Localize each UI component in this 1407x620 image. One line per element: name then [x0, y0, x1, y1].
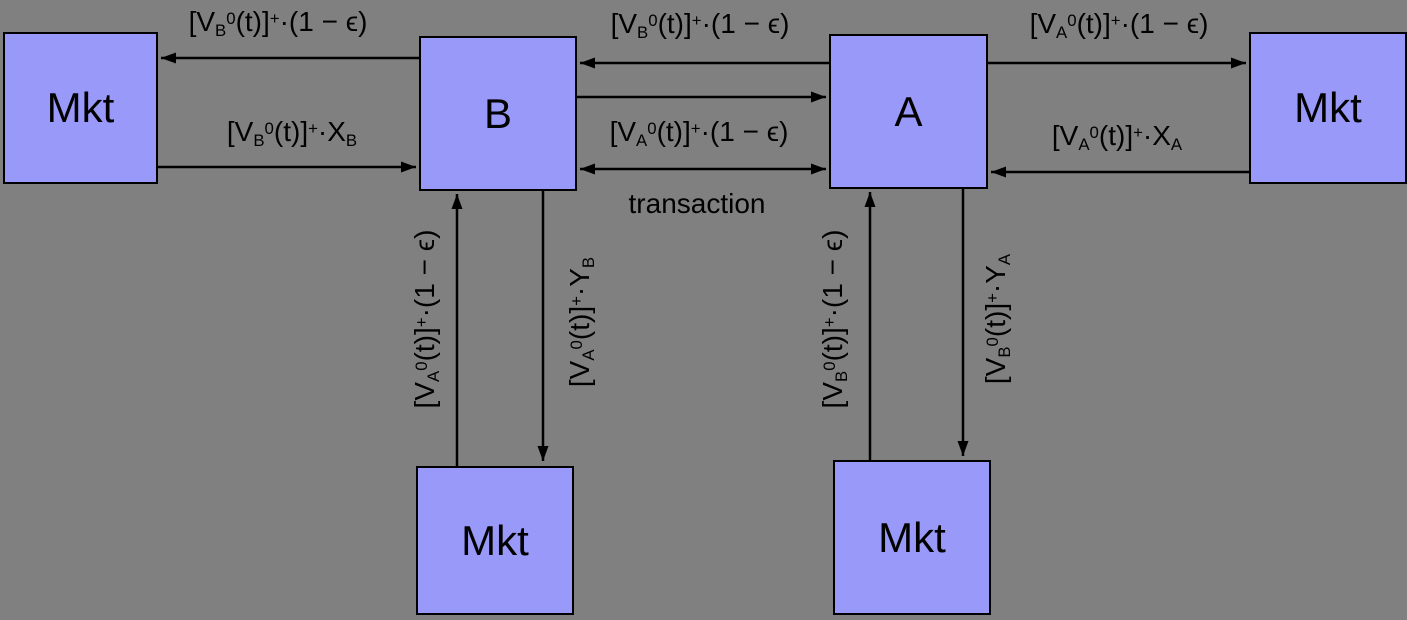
label-bottom-left-market-to-b: [VA0(t)]+·(1 − ϵ) [409, 229, 444, 409]
label-transaction: transaction [628, 188, 766, 219]
node-label: B [483, 89, 512, 137]
label-a-to-b: [VB0(t)]+·(1 − ϵ) [610, 8, 790, 43]
label-bottom-right-market-to-a: [VB0(t)]+·(1 − ϵ) [817, 229, 852, 409]
node-market-left: Mkt [3, 32, 158, 184]
node-market-right: Mkt [1249, 32, 1407, 184]
node-label: Mkt [46, 84, 115, 131]
node-market-bottom-left: Mkt [416, 466, 574, 615]
node-label: Mkt [1294, 84, 1362, 131]
label-b-to-bottom-left-market: [VA0(t)]+·YB [564, 256, 599, 388]
node-a: A [829, 34, 988, 189]
label-b-to-left-market: [VB0(t)]+·(1 − ϵ) [188, 6, 368, 41]
node-b: B [419, 36, 577, 191]
node-market-bottom-right: Mkt [833, 460, 991, 615]
label-b-to-a: [VA0(t)]+·(1 − ϵ) [609, 116, 789, 151]
label-a-to-right-market: [VA0(t)]+·(1 − ϵ) [1029, 8, 1209, 43]
label-a-to-bottom-right-market: [VB0(t)]+·YA [980, 253, 1015, 385]
node-label: Mkt [878, 513, 946, 561]
node-label: Mkt [461, 516, 529, 564]
node-label: A [894, 87, 923, 135]
label-left-market-to-b: [VB0(t)]+·XB [226, 116, 358, 151]
label-right-market-to-a: [VA0(t)]+·XA [1051, 120, 1183, 155]
